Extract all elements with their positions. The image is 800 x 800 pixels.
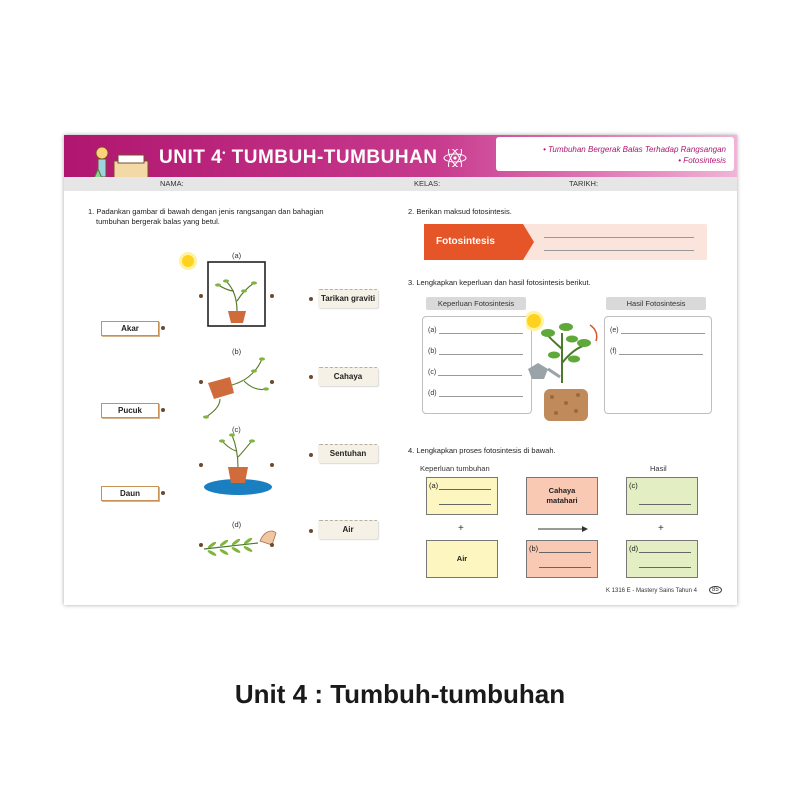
needs-panel: [422, 316, 532, 414]
match-dot[interactable]: [309, 529, 313, 533]
need-label-a: (a): [428, 327, 437, 334]
student-info-bar: NAMA: KELAS: TARIKH:: [64, 177, 737, 191]
plant-needs-heading: Keperluan tumbuhan: [420, 464, 490, 473]
needs-heading: Keperluan Fotosintesis: [426, 297, 526, 310]
photosynthesis-label: Fotosintesis: [424, 224, 534, 260]
q2-instruction: 2. Berikan maksud fotosintesis.: [408, 207, 512, 216]
water-label: Air: [456, 554, 468, 563]
match-dot[interactable]: [309, 297, 313, 301]
touching-leaf-picture: [203, 530, 277, 556]
picture-label-a: (a): [232, 251, 242, 260]
box-d-label: (d): [629, 544, 639, 553]
q3-instruction: 3. Lengkapkan keperluan dan hasil fotosi…: [408, 278, 591, 287]
answer-line[interactable]: [544, 237, 694, 238]
need-label-b: (b): [428, 348, 437, 355]
process-box-b[interactable]: (b): [526, 540, 598, 578]
result-row-e[interactable]: (e): [610, 327, 705, 334]
match-dot[interactable]: [309, 453, 313, 457]
stimulus-card-touch[interactable]: Sentuhan: [318, 444, 378, 463]
topic-1: • Tumbuhan Bergerak Balas Terhadap Rangs…: [543, 145, 726, 154]
need-row-d[interactable]: (d): [428, 390, 523, 397]
match-dot[interactable]: [270, 294, 274, 298]
need-label-d: (d): [428, 390, 437, 397]
part-tag-pucuk[interactable]: Pucuk: [101, 403, 159, 418]
arrow-right-icon: [538, 526, 588, 532]
match-dot[interactable]: [270, 380, 274, 384]
need-row-c[interactable]: (c): [428, 369, 523, 376]
stimulus-card-light[interactable]: Cahaya: [318, 367, 378, 386]
topic-2: • Fotosintesis: [678, 156, 726, 165]
part-tag-daun[interactable]: Daun: [101, 486, 159, 501]
plant-in-water-picture: [204, 433, 272, 495]
match-dot[interactable]: [199, 380, 203, 384]
class-field-label: KELAS:: [414, 179, 441, 188]
topic-box: • Tumbuhan Bergerak Balas Terhadap Rangs…: [496, 137, 734, 171]
match-dot[interactable]: [270, 543, 274, 547]
worksheet-page: UNIT 4• TUMBUH-TUMBUHAN • Tumbuhan Berge…: [64, 135, 737, 605]
results-heading: Hasil Fotosintesis: [606, 297, 706, 310]
q4-instruction: 4. Lengkapkan proses fotosintesis di baw…: [408, 446, 556, 455]
process-box-sunlight: Cahaya matahari: [526, 477, 598, 515]
match-dot[interactable]: [199, 294, 203, 298]
match-dot[interactable]: [161, 491, 165, 495]
need-row-b[interactable]: (b): [428, 348, 523, 355]
result-label-f: (f): [610, 348, 617, 355]
unit-label: UNIT 4: [159, 147, 223, 168]
plus-sign: +: [458, 523, 464, 534]
stimulus-card-gravity[interactable]: Tarikan graviti: [318, 289, 378, 308]
tilted-pot-plant-picture: [203, 357, 269, 419]
picture-label-b: (b): [232, 347, 242, 356]
match-dot[interactable]: [270, 463, 274, 467]
box-a-label: (a): [429, 481, 439, 490]
picture-label-c: (c): [232, 425, 241, 434]
q1-text-line-2: tumbuhan bergerak balas yang betul.: [96, 217, 220, 226]
q1-instruction: 1. Padankan gambar di bawah dengan jenis…: [88, 207, 384, 227]
atom-icon: [443, 149, 467, 167]
process-box-water: Air: [426, 540, 498, 578]
match-dot[interactable]: [199, 543, 203, 547]
result-heading: Hasil: [650, 464, 667, 473]
stimulus-card-water[interactable]: Air: [318, 520, 378, 539]
q1-text-line-1: 1. Padankan gambar di bawah dengan jenis…: [88, 207, 324, 216]
plant-in-box-picture: [207, 261, 266, 327]
sunlight-label: Cahaya matahari: [546, 486, 578, 505]
match-dot[interactable]: [199, 463, 203, 467]
result-label-e: (e): [610, 327, 619, 334]
answer-line[interactable]: [544, 250, 694, 251]
footer-code: K 1316 E - Mastery Sains Tahun 4: [606, 588, 697, 594]
unit-title: UNIT 4• TUMBUH-TUMBUHAN: [159, 147, 438, 168]
process-box-d[interactable]: (d): [626, 540, 698, 578]
plus-sign: +: [658, 523, 664, 534]
picture-label-d: (d): [232, 520, 242, 529]
match-dot[interactable]: [161, 408, 165, 412]
result-row-f[interactable]: (f): [610, 348, 703, 355]
photosynthesis-definition-box: Fotosintesis: [424, 224, 707, 260]
page-caption: Unit 4 : Tumbuh-tumbuhan: [234, 679, 566, 709]
box-c-label: (c): [629, 481, 638, 490]
page-number: 85: [709, 586, 722, 594]
date-field-label: TARIKH:: [569, 179, 599, 188]
process-box-c[interactable]: (c): [626, 477, 698, 515]
match-dot[interactable]: [161, 326, 165, 330]
need-label-c: (c): [428, 369, 437, 376]
photosynthesis-plant-illustration: [526, 311, 598, 421]
sun-icon: [179, 252, 197, 270]
results-panel: [604, 316, 712, 414]
match-dot[interactable]: [309, 375, 313, 379]
unit-name: TUMBUH-TUMBUHAN: [231, 147, 438, 168]
need-row-a[interactable]: (a): [428, 327, 523, 334]
name-field-label: NAMA:: [160, 179, 184, 188]
process-box-a[interactable]: (a): [426, 477, 498, 515]
part-tag-akar[interactable]: Akar: [101, 321, 159, 336]
box-b-label: (b): [529, 544, 539, 553]
unit-banner: UNIT 4• TUMBUH-TUMBUHAN • Tumbuhan Berge…: [64, 135, 737, 184]
